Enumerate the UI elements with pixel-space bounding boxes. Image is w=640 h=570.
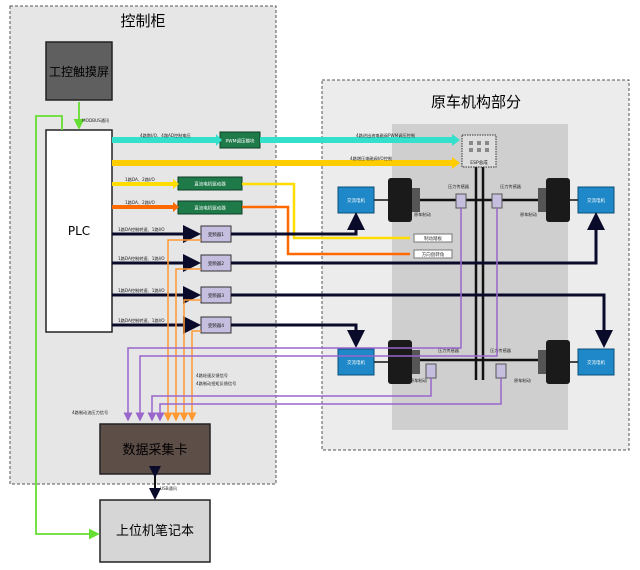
steering-block: [413, 249, 453, 259]
usb-label: USB通讯: [160, 485, 178, 492]
touchscreen-block: [45, 41, 113, 101]
inverter-1-label: 变频器1: [208, 231, 224, 238]
pwm-signal-label: 4路数I/O、4路AD控制电压: [140, 132, 191, 139]
inverter-4-label: 变频器4: [208, 322, 224, 329]
esp-label: ESP总成: [470, 159, 488, 166]
brake-pedal-label: 制动踏板: [424, 235, 442, 242]
motor-shafts: [374, 199, 578, 363]
wheel-rr: [546, 340, 570, 384]
pressure-sensor-rr-label: 压力传感器: [490, 347, 512, 354]
md2-to-steering-line: [242, 205, 410, 256]
vehicle-panel-title: 原车机构部分: [431, 93, 521, 111]
wheels: [388, 178, 570, 384]
inverter-3-label: 变频器3: [208, 292, 224, 299]
plc-inv4-label: 1路DA控制转速、1路I/O: [118, 317, 165, 324]
original-brake-fr-label: 原车制动: [520, 211, 537, 218]
ac-motor-fr: [577, 186, 615, 214]
vehicle-chassis: [392, 124, 568, 430]
plc-md1-label: 1路DA、2路I/O: [125, 176, 156, 183]
pressure-sensor-fr: [491, 193, 503, 209]
ac-motor-fl: [337, 186, 375, 214]
plc-inv2-label: 1路DA控制转速、1路I/O: [118, 255, 165, 262]
brake-pressure-label: 4路制动油压力信号: [72, 409, 108, 416]
plc-inv1-label: 1路DA控制转速、1路I/O: [118, 226, 165, 233]
brake-lines: [412, 165, 546, 380]
speed-feedback-label: 4路轮速反馈信号: [196, 372, 228, 379]
modbus-lines: [35, 102, 100, 540]
inverter-2-label: 变频器2: [208, 260, 224, 267]
esp-valves: [469, 141, 489, 152]
inverter-feedback-lines: [163, 239, 201, 422]
modbus-label: MODBUS通讯: [82, 117, 110, 124]
original-brake-rl-label: 原车制动: [410, 377, 427, 384]
pwm-to-esp-label: 4路进出液电磁阀PWM调压控制: [356, 132, 415, 139]
ac-motor-fl-label: 交流电机: [347, 197, 365, 204]
plc-block: [45, 129, 113, 333]
ac-motor-rr-label: 交流电机: [587, 359, 605, 366]
original-brake-fl-label: 原车制动: [414, 211, 431, 218]
pressure-sensor-rl-label: 压力传感器: [438, 347, 460, 354]
ac-motor-rl: [337, 348, 375, 376]
md1-to-pedal-line: [242, 182, 410, 240]
motor-driver-2-label: 直流电机驱动器: [194, 205, 226, 212]
touchscreen-label: 工控触摸屏: [49, 65, 109, 79]
daq-label: 数据采集卡: [122, 442, 187, 458]
pressure-sensor-fr-label: 压力传感器: [500, 183, 522, 190]
io-to-esp-label: 4路增压电磁阀I/O控制: [350, 155, 392, 162]
wheel-rl: [388, 340, 412, 384]
ac-motor-fr-label: 交流电机: [587, 197, 605, 204]
pressure-signal-lines: [123, 208, 502, 422]
ac-motor-rl-label: 交流电机: [347, 359, 365, 366]
pressure-sensor-fl: [455, 193, 467, 209]
steering-label: 方向盘转角: [422, 251, 445, 258]
laptop-label: 上位机笔记本: [116, 523, 194, 539]
pressure-sensor-fl-label: 压力传感器: [448, 183, 470, 190]
control-cabinet-title: 控制柜: [120, 12, 165, 30]
pwm-module-label: PWM调压模块: [225, 138, 255, 145]
wheel-fl: [388, 178, 412, 222]
motor-driver-1-label: 直流电机驱动器: [194, 181, 226, 188]
laptop-block: [99, 499, 211, 563]
original-brake-rr-label: 原车制动: [514, 377, 531, 384]
inverter-to-motor-lines: [231, 212, 613, 348]
brake-pedal-block: [413, 233, 453, 243]
pressure-sensor-rr: [495, 363, 507, 379]
torque-feedback-label: 4路制动扭矩反馈信号: [196, 380, 236, 387]
plc-inv3-label: 1路DA控制转速、1路I/O: [118, 287, 165, 294]
wheel-fr: [546, 178, 570, 222]
pressure-sensor-rl: [425, 363, 437, 379]
plc-md2-label: 1路DA、2路I/O: [125, 199, 156, 206]
plc-label: PLC: [68, 224, 90, 238]
daq-block: [99, 423, 211, 475]
